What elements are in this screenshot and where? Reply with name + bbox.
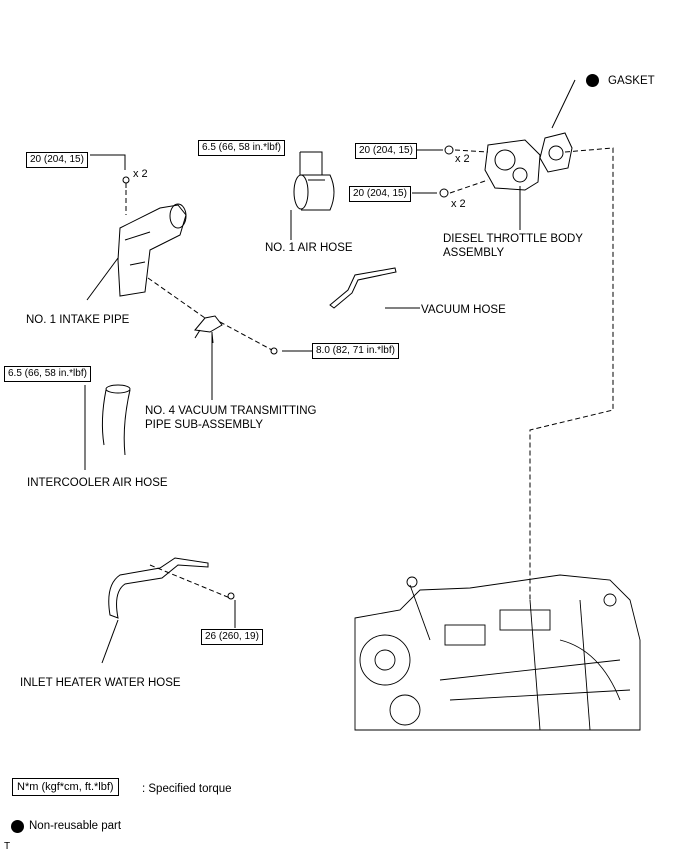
label-throttle-line2: ASSEMBLY — [443, 247, 505, 259]
torque-intake-pipe: 20 (204, 15) — [26, 152, 88, 168]
corner-mark: T — [4, 841, 11, 852]
label-vacuum-pipe-line2: PIPE SUB-ASSEMBLY — [145, 419, 264, 431]
label-air-hose: NO. 1 AIR HOSE — [265, 242, 353, 254]
label-intercooler: INTERCOOLER AIR HOSE — [27, 477, 168, 489]
leader-lines — [84, 79, 576, 664]
label-gasket: GASKET — [608, 75, 655, 87]
label-vacuum-pipe-line1: NO. 4 VACUUM TRANSMITTING — [145, 405, 317, 417]
dashed-assembly-lines — [125, 147, 614, 600]
qty-throttle-upper: x 2 — [455, 153, 470, 165]
water-hose-shape — [108, 557, 235, 619]
label-throttle-line1: DIESEL THROTTLE BODY — [443, 233, 583, 245]
torque-throttle-lower: 20 (204, 15) — [349, 186, 411, 202]
torque-air-hose: 6.5 (66, 58 in.*lbf) — [198, 140, 285, 156]
vacuum-hose-shape — [329, 267, 397, 309]
intake-pipe-shape — [117, 176, 187, 297]
qty-throttle-lower: x 2 — [451, 198, 466, 210]
nonreusable-marker-gasket — [586, 74, 599, 87]
throttle-body-shape — [439, 139, 541, 198]
legend-torque-unit: N*m (kgf*cm, ft.*lbf) — [12, 778, 119, 796]
gasket-shape — [539, 132, 573, 173]
engine-illustration — [354, 574, 641, 731]
torque-throttle-upper: 20 (204, 15) — [355, 143, 417, 159]
legend-nonreusable-marker — [11, 820, 24, 833]
intercooler-hose-shape — [101, 384, 131, 456]
qty-intake-pipe: x 2 — [133, 168, 148, 180]
vacuum-pipe-shape — [194, 315, 278, 355]
air-hose-shape — [293, 174, 335, 211]
label-intake-pipe: NO. 1 INTAKE PIPE — [26, 314, 130, 326]
legend-nonreusable-text: Non-reusable part — [29, 820, 122, 832]
torque-intercooler: 6.5 (66, 58 in.*lbf) — [4, 366, 91, 382]
torque-vacuum-pipe: 8.0 (82, 71 in.*lbf) — [312, 343, 399, 359]
legend-torque-desc: : Specified torque — [142, 783, 232, 795]
label-water-hose: INLET HEATER WATER HOSE — [20, 677, 181, 689]
label-vacuum-hose: VACUUM HOSE — [421, 304, 506, 316]
torque-water-hose: 26 (260, 19) — [201, 629, 263, 645]
